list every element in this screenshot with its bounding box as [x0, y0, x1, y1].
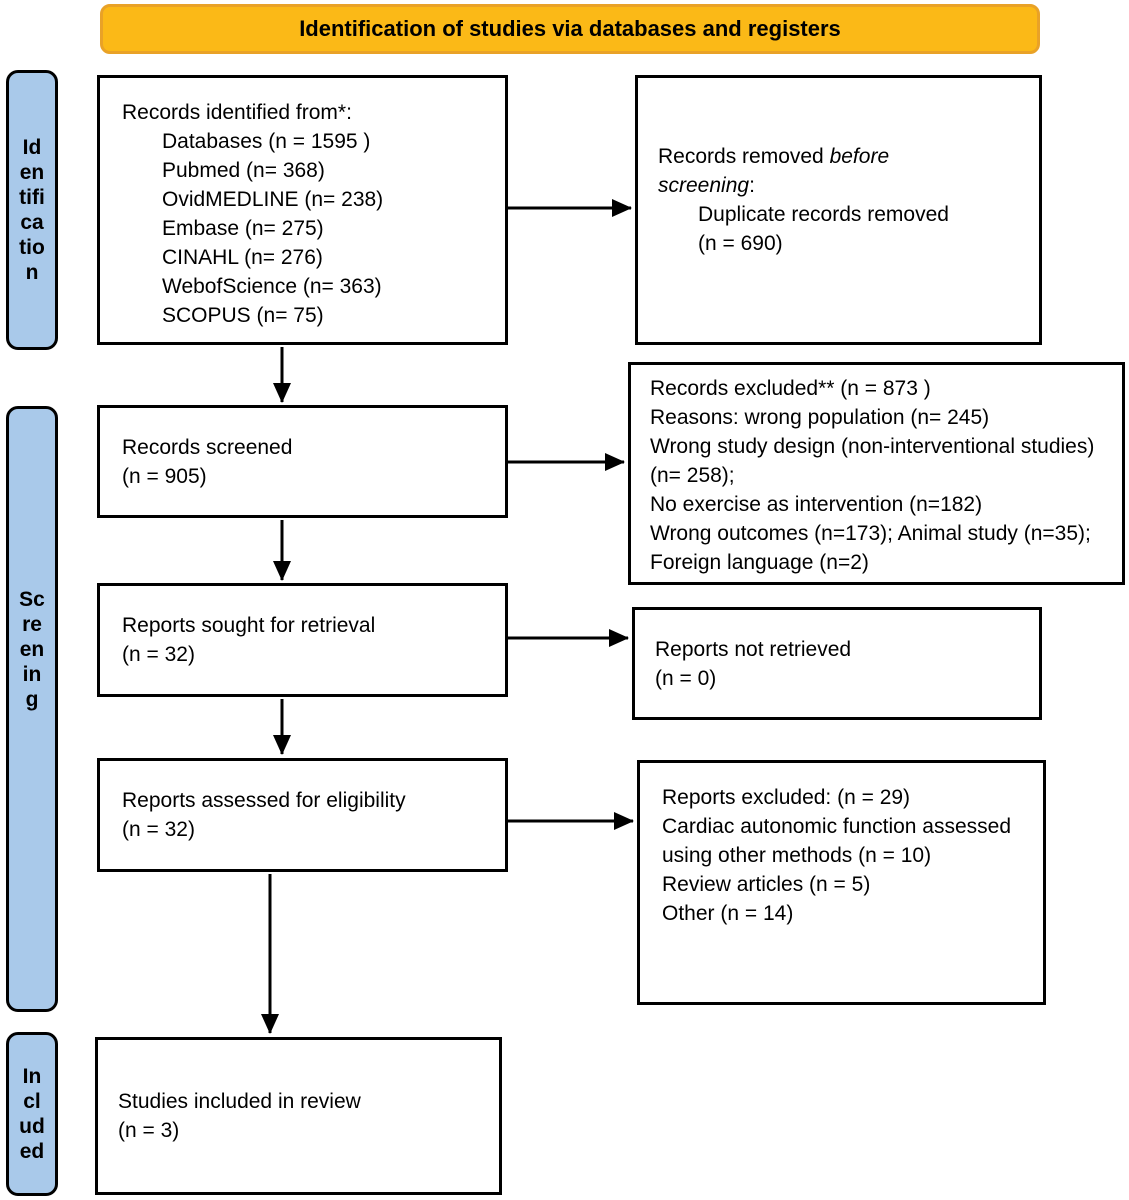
text-line: Duplicate records removed [698, 203, 949, 226]
diagram-title-banner: Identification of studies via databases … [100, 4, 1040, 54]
reports-sought-box: Reports sought for retrieval (n = 32) [97, 583, 508, 697]
text-line: Reports not retrieved [655, 637, 852, 661]
text-line: screening: [658, 171, 1009, 200]
text-line: (n = 32) [122, 818, 195, 841]
phase-text-line: tifi [19, 186, 45, 209]
phase-text-line: ud [19, 1115, 45, 1138]
source-count-line: CINAHL (n= 276) [162, 246, 323, 269]
phase-text-line: re [22, 612, 42, 636]
text-line: (n = 690) [698, 232, 783, 255]
text-line: Review articles (n = 5) [662, 873, 871, 896]
records-excluded-box: Records excluded** (n = 873 ) Reasons: w… [628, 362, 1125, 585]
phase-text-line: ca [20, 211, 44, 234]
phase-text-line: In [22, 1065, 42, 1088]
phase-text-line: cl [23, 1090, 41, 1113]
text-line: Reasons: wrong population (n= 245) [650, 406, 990, 429]
text-line: (n = 3) [118, 1119, 180, 1142]
text-line: Wrong study design (non-interventional s… [650, 435, 1095, 487]
phase-text-line: Id [22, 136, 42, 159]
text-line: Records screened [122, 435, 293, 459]
phase-label-identification: Id en tifi ca tio n [6, 70, 58, 350]
text-line: (n = 0) [655, 666, 717, 690]
phase-text-line: en [19, 161, 45, 184]
text-line: (n = 905) [122, 464, 207, 488]
phase-text-line: g [25, 687, 39, 711]
text-line: Reports sought for retrieval [122, 614, 376, 637]
text-line: Reports assessed for eligibility [122, 789, 406, 812]
text-line: Reports excluded: (n = 29) [662, 786, 911, 809]
text-fragment-italic: before [829, 145, 890, 168]
text-fragment: Records removed [658, 145, 830, 168]
records-screened-box: Records screened (n = 905) [97, 405, 508, 518]
phase-text-line: tio [19, 236, 45, 259]
diagram-title: Identification of studies via databases … [299, 16, 841, 41]
text-line: Wrong outcomes (n=173); Animal study (n=… [650, 522, 1091, 574]
reports-excluded-box: Reports excluded: (n = 29) Cardiac auton… [637, 760, 1046, 1005]
source-count-line: SCOPUS (n= 75) [162, 304, 324, 327]
records-identified-box: Records identified from*: Databases (n =… [97, 75, 508, 345]
text-line: Studies included in review [118, 1090, 361, 1113]
text-line: Cardiac autonomic function assessed usin… [662, 815, 1012, 867]
source-count-line: Embase (n= 275) [162, 217, 324, 240]
reports-assessed-box: Reports assessed for eligibility (n = 32… [97, 758, 508, 872]
text-line: (n = 32) [122, 643, 195, 666]
source-count-line: WebofScience (n= 363) [162, 275, 382, 298]
text-line: Records removed before [658, 142, 1009, 171]
records-removed-box: Records removed before screening: Duplic… [635, 75, 1042, 345]
box-title-line: Records identified from*: [122, 101, 352, 124]
phase-label-included: In cl ud ed [6, 1032, 58, 1196]
source-count-line: OvidMEDLINE (n= 238) [162, 188, 384, 211]
phase-text-line: in [22, 662, 42, 686]
text-fragment: : [749, 174, 755, 197]
phase-text-line: en [19, 637, 45, 661]
reports-not-retrieved-box: Reports not retrieved (n = 0) [632, 607, 1042, 720]
phase-text-line: n [25, 261, 39, 284]
text-line: Other (n = 14) [662, 902, 794, 925]
source-count-line: Databases (n = 1595 ) [162, 130, 371, 153]
source-count-line: Pubmed (n= 368) [162, 159, 325, 182]
text-line: No exercise as intervention (n=182) [650, 493, 983, 516]
phase-text-line: Sc [19, 587, 45, 611]
text-line: Records excluded** (n = 873 ) [650, 377, 931, 400]
phase-text-line: ed [19, 1140, 45, 1163]
phase-label-screening: Sc re en in g [6, 406, 58, 1012]
text-fragment-italic: screening [658, 174, 750, 197]
studies-included-box: Studies included in review (n = 3) [95, 1037, 502, 1195]
